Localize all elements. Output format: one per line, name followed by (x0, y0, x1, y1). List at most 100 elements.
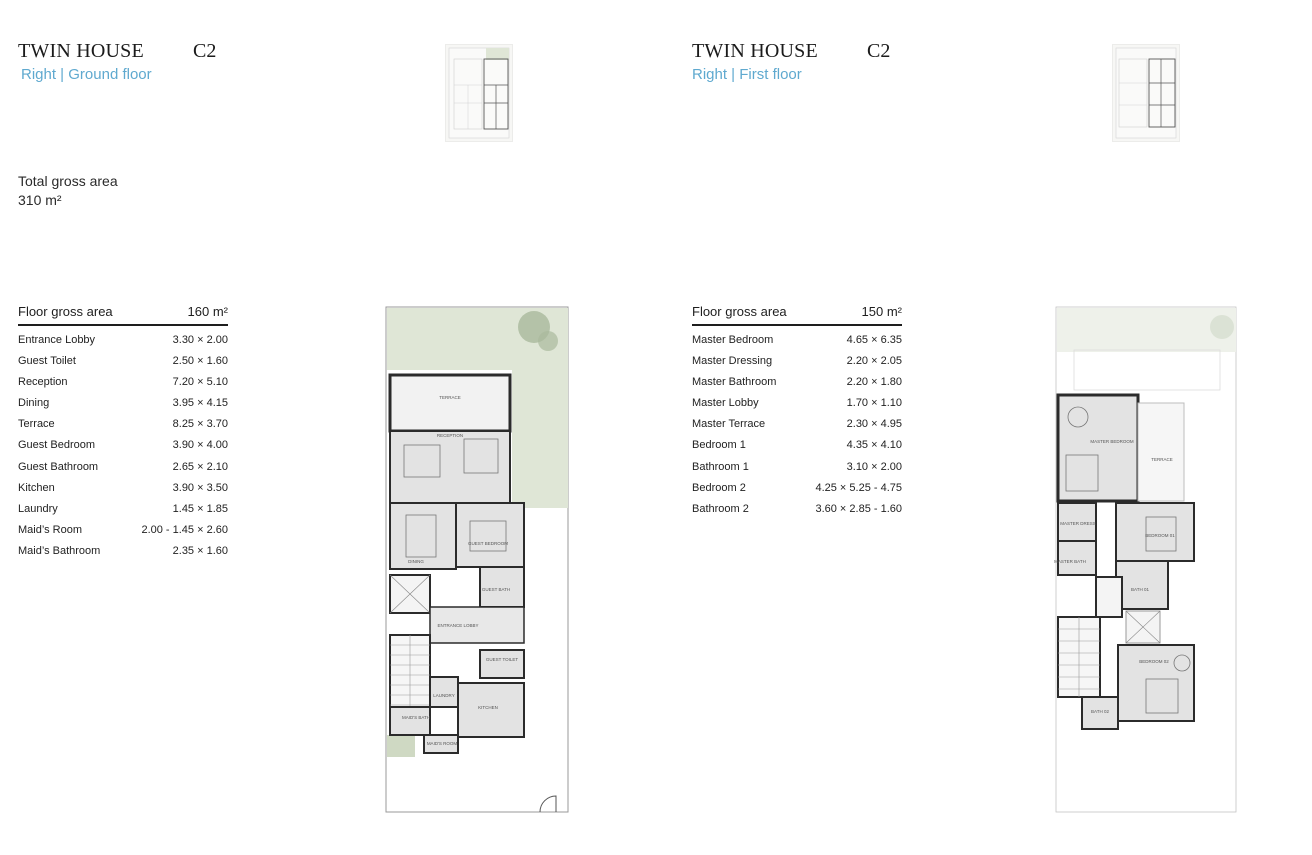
plan-label-bath-2: BATH 02 (1091, 709, 1109, 714)
plan-label-master-bedroom: MASTER BEDROOM (1090, 439, 1134, 444)
room-dimensions: 4.25 × 5.25 - 4.75 (815, 481, 902, 494)
table-row: Entrance Lobby 3.30 × 2.00 (18, 333, 228, 354)
table-row: Bedroom 1 4.35 × 4.10 (692, 438, 902, 459)
room-name: Laundry (18, 502, 58, 515)
plan-label-bedroom-1: BEDROOM 01 (1145, 533, 1175, 538)
first-floor-plan-drawing: MASTER BEDROOM TERRACE MASTER DRESS MAST… (1054, 306, 1237, 813)
table-row: Maid’s Bathroom 2.35 × 1.60 (18, 544, 228, 565)
room-dimensions: 4.35 × 4.10 (846, 439, 902, 452)
unit-code: C2 (867, 40, 891, 62)
room-dimensions: 3.95 × 4.15 (172, 397, 228, 410)
room-dimensions: 4.65 × 6.35 (846, 334, 902, 346)
table-row: Master Bathroom 2.20 × 1.80 (692, 375, 902, 396)
floor-subtitle: Right | First floor (692, 66, 802, 83)
room-name: Master Bedroom (692, 334, 774, 346)
room-name: Maid’s Bathroom (18, 544, 101, 557)
room-dimensions: 2.50 × 1.60 (172, 355, 228, 368)
plan-label-bath-1: BATH 01 (1131, 587, 1149, 592)
key-plan-image (448, 47, 510, 139)
plan-label-kitchen: KITCHEN (478, 705, 498, 710)
table-row: Reception 7.20 × 5.10 (18, 375, 228, 396)
room-dimensions: 7.20 × 5.10 (172, 376, 228, 389)
plan-label-master-dress: MASTER DRESS (1060, 521, 1096, 526)
room-area-table: Floor gross area 150 m² Master Bedroom 4.… (692, 304, 902, 523)
room-area-table: Floor gross area 160 m² Entrance Lobby 3.… (18, 304, 228, 565)
room-name: Terrace (18, 418, 55, 431)
table-row: Dining 3.95 × 4.15 (18, 396, 228, 417)
room-name: Master Lobby (692, 397, 759, 410)
floor-gross-area-label: Floor gross area (692, 304, 787, 319)
table-row: Laundry 1.45 × 1.85 (18, 502, 228, 523)
room-dimensions: 3.90 × 3.50 (172, 481, 228, 494)
unit-title: TWIN HOUSE (18, 40, 144, 62)
plan-label-maids-bath: MAID'S BATH (402, 715, 430, 720)
table-row: Kitchen 3.90 × 3.50 (18, 481, 228, 502)
room-name: Master Terrace (692, 418, 766, 431)
plan-label-terrace: TERRACE (1151, 457, 1173, 462)
room-dimensions: 3.90 × 4.00 (172, 439, 228, 452)
table-row: Terrace 8.25 × 3.70 (18, 417, 228, 438)
room-dimensions: 1.45 × 1.85 (172, 502, 228, 515)
plan-label-entrance-lobby: ENTRANCE LOBBY (437, 623, 478, 628)
room-name: Guest Toilet (18, 355, 76, 368)
room-dimensions: 3.60 × 2.85 - 1.60 (815, 502, 902, 515)
plan-label-master-bath: MASTER BATH (1054, 559, 1086, 564)
unit-code: C2 (193, 40, 217, 62)
room-name: Guest Bedroom (18, 439, 96, 452)
room-dimensions: 2.20 × 1.80 (846, 376, 902, 389)
room-name: Dining (18, 397, 50, 410)
room-name: Bathroom 1 (692, 460, 749, 473)
floor-gross-area-value: 160 m² (187, 304, 228, 319)
plan-label-reception: RECEPTION (437, 433, 463, 438)
key-plan-thumbnail (445, 44, 513, 142)
room-name: Kitchen (18, 481, 55, 494)
key-plan-thumbnail (1112, 44, 1180, 142)
floor-gross-area-header: Floor gross area 150 m² (692, 304, 902, 326)
floor-gross-area-label: Floor gross area (18, 304, 113, 319)
table-row: Bedroom 2 4.25 × 5.25 - 4.75 (692, 481, 902, 502)
table-row: Master Lobby 1.70 × 1.10 (692, 396, 902, 417)
room-name: Bathroom 2 (692, 502, 749, 515)
room-dimensions: 2.35 × 1.60 (172, 544, 228, 557)
ground-floor-panel: TWIN HOUSE C2 Right | Ground floor Total… (18, 40, 570, 815)
room-dimensions: 2.20 × 2.05 (846, 355, 902, 368)
plan-label-bedroom-2: BEDROOM 02 (1139, 659, 1169, 664)
table-row: Master Bedroom 4.65 × 6.35 (692, 333, 902, 354)
table-row: Guest Toilet 2.50 × 1.60 (18, 354, 228, 375)
room-name: Reception (18, 376, 68, 389)
room-name: Bedroom 1 (692, 439, 746, 452)
plan-label-terrace: TERRACE (439, 395, 461, 400)
first-floor-panel: TWIN HOUSE C2 Right | First floor Floor … (674, 0, 1312, 855)
room-name: Bedroom 2 (692, 481, 746, 494)
room-dimensions: 8.25 × 3.70 (172, 418, 228, 431)
ground-floor-plan: TERRACE RECEPTION DINING GUEST BEDROOM G… (384, 295, 570, 815)
room-name: Master Bathroom (692, 376, 777, 389)
key-plan-image (1115, 47, 1177, 139)
plan-label-guest-toilet: GUEST TOILET (486, 657, 519, 662)
room-name: Master Dressing (692, 355, 773, 368)
table-row: Master Dressing 2.20 × 2.05 (692, 354, 902, 375)
unit-title: TWIN HOUSE (692, 40, 818, 62)
table-row: Guest Bathroom 2.65 × 2.10 (18, 460, 228, 481)
room-dimensions: 2.65 × 2.10 (172, 460, 228, 473)
total-gross-area-value: 310 m² (18, 192, 62, 208)
room-dimensions: 2.30 × 4.95 (846, 418, 902, 431)
table-row: Master Terrace 2.30 × 4.95 (692, 417, 902, 438)
plan-label-laundry: LAUNDRY (433, 693, 454, 698)
room-dimensions: 3.30 × 2.00 (172, 334, 228, 346)
floor-subtitle: Right | Ground floor (21, 66, 152, 83)
room-name: Maid’s Room (18, 523, 82, 536)
room-name: Guest Bathroom (18, 460, 99, 473)
room-dimensions: 2.00 - 1.45 × 2.60 (141, 523, 228, 536)
first-floor-plan: MASTER BEDROOM TERRACE MASTER DRESS MAST… (1054, 295, 1238, 815)
room-dimensions: 1.70 × 1.10 (846, 397, 902, 410)
ground-floor-plan-drawing: TERRACE RECEPTION DINING GUEST BEDROOM G… (385, 306, 569, 813)
table-row: Guest Bedroom 3.90 × 4.00 (18, 438, 228, 459)
room-name: Entrance Lobby (18, 334, 96, 346)
plan-label-guest-bedroom: GUEST BEDROOM (468, 541, 508, 546)
table-row: Bathroom 2 3.60 × 2.85 - 1.60 (692, 502, 902, 523)
total-gross-area-label: Total gross area (18, 173, 118, 189)
plan-label-dining: DINING (408, 559, 424, 564)
plan-label-maids-room: MAID'S ROOM (427, 741, 458, 746)
